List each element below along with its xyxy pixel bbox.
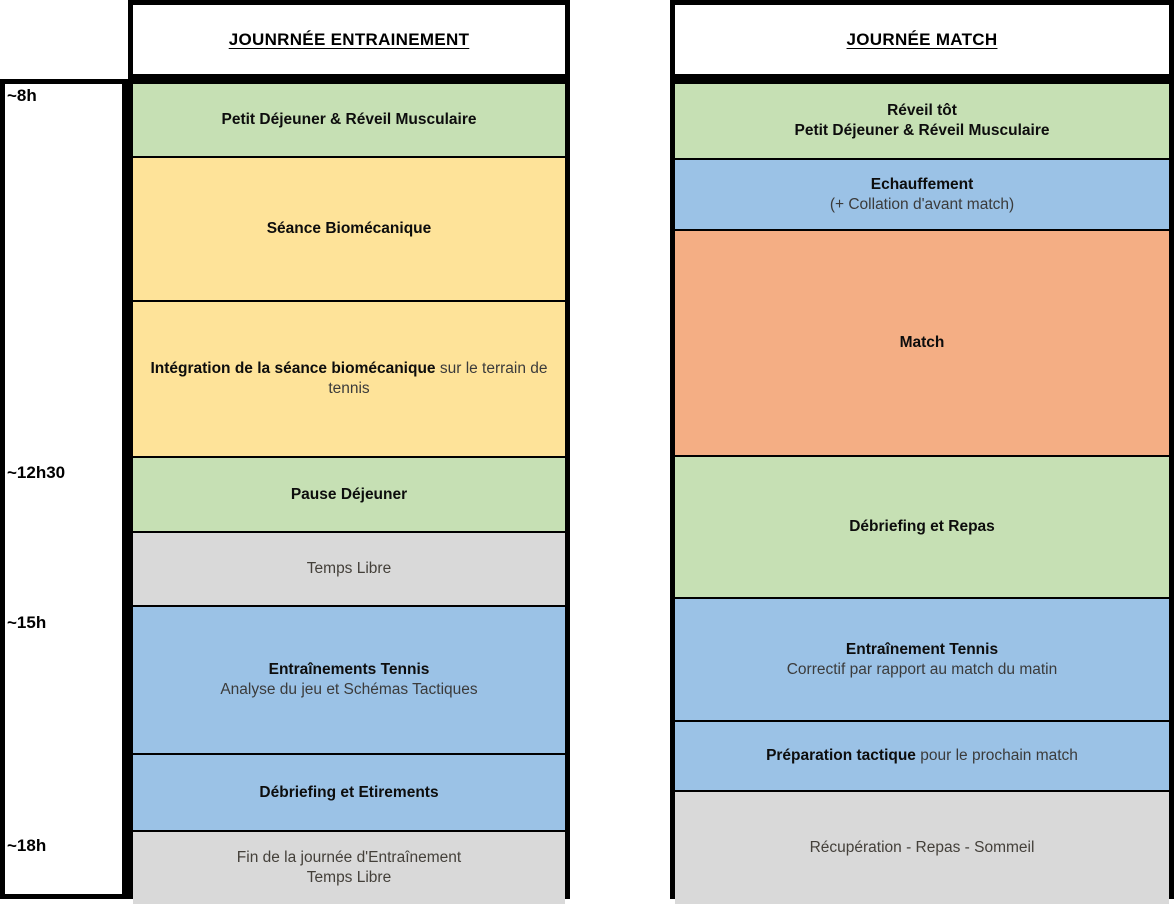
block-text: Préparation tactique pour le prochain ma… (683, 746, 1161, 766)
block-text: Intégration de la séance biomécanique su… (141, 359, 557, 399)
training-day-header: JOUNRNÉE ENTRAINEMENT (128, 0, 570, 79)
block-line: Fin de la journée d'Entraînement (236, 849, 462, 867)
block-line: Correctif par rapport au match du matin (786, 660, 1058, 678)
block-text: Petit Déjeuner & Réveil Musculaire (141, 110, 557, 130)
schedule-block-petit-dejeuner-reveil-musculaire[interactable]: Petit Déjeuner & Réveil Musculaire (133, 84, 565, 158)
block-line: Séance Biomécanique (266, 220, 432, 238)
schedule-block-echauffement[interactable]: Echauffement (+ Collation d'avant match) (675, 160, 1169, 231)
schedule-block-temps-libre-midi[interactable]: Temps Libre (133, 533, 565, 607)
block-line: Pause Déjeuner (290, 485, 408, 503)
block-line-detail: sur le terrain de tennis (328, 360, 548, 397)
schedule-block-recuperation-repas-sommeil[interactable]: Récupération - Repas - Sommeil (675, 792, 1169, 904)
block-line: Petit Déjeuner & Réveil Musculaire (221, 111, 477, 129)
block-line: Temps Libre (306, 560, 392, 578)
block-line: Débriefing et Etirements (259, 783, 439, 801)
schedule-block-debriefing-et-etirements[interactable]: Débriefing et Etirements (133, 755, 565, 832)
block-line: Petit Déjeuner & Réveil Musculaire (794, 122, 1050, 139)
block-line-detail: pour le prochain match (915, 747, 1078, 765)
block-line: Echauffement (870, 175, 974, 193)
block-text: Temps Libre (141, 559, 557, 579)
block-line: Réveil tôt (887, 102, 957, 120)
block-line: Intégration de la séance biomécanique su… (141, 359, 557, 399)
block-line-emphasis: Préparation tactique (766, 747, 916, 765)
block-text: Echauffement (+ Collation d'avant match) (683, 175, 1161, 215)
block-line: Entraînements Tennis (268, 661, 430, 679)
schedule-block-match[interactable]: Match (675, 231, 1169, 457)
schedule-block-pause-dejeuner[interactable]: Pause Déjeuner (133, 458, 565, 533)
block-line: Entraînement Tennis (845, 640, 999, 658)
match-day-title: JOURNÉE MATCH (846, 29, 998, 49)
block-line-emphasis: Intégration de la séance biomécanique (150, 360, 436, 378)
schedule-block-preparation-tactique[interactable]: Préparation tactique pour le prochain ma… (675, 722, 1169, 792)
time-label-18h: ~18h (7, 836, 47, 855)
block-line: Temps Libre (306, 869, 392, 886)
schedule-block-seance-biomecanique[interactable]: Séance Biomécanique (133, 158, 565, 302)
time-label-12h30: ~12h30 (7, 463, 66, 482)
block-text: Séance Biomécanique (141, 219, 557, 239)
block-line: Récupération - Repas - Sommeil (809, 839, 1035, 857)
time-axis-column: ~8h ~12h30 ~15h ~18h (0, 79, 128, 899)
block-line: Match (899, 334, 945, 352)
block-text: Pause Déjeuner (141, 485, 557, 505)
block-line: Analyse du jeu et Schémas Tactiques (220, 681, 478, 698)
block-line: Débriefing et Repas (849, 518, 995, 536)
block-text: Match (683, 333, 1161, 353)
training-day-title: JOUNRNÉE ENTRAINEMENT (228, 29, 470, 49)
match-day-header: JOURNÉE MATCH (670, 0, 1174, 79)
block-line: Préparation tactique pour le prochain ma… (683, 746, 1161, 766)
time-label-15h: ~15h (7, 613, 47, 632)
time-label-8h: ~8h (7, 86, 37, 105)
schedule-block-integration-seance-biomecanique[interactable]: Intégration de la séance biomécanique su… (133, 302, 565, 458)
block-text: Débriefing et Etirements (141, 783, 557, 803)
block-line: (+ Collation d'avant match) (829, 195, 1015, 213)
block-text: Débriefing et Repas (683, 517, 1161, 537)
schedule-block-debriefing-et-repas[interactable]: Débriefing et Repas (675, 457, 1169, 599)
block-text: Récupération - Repas - Sommeil (683, 838, 1161, 858)
